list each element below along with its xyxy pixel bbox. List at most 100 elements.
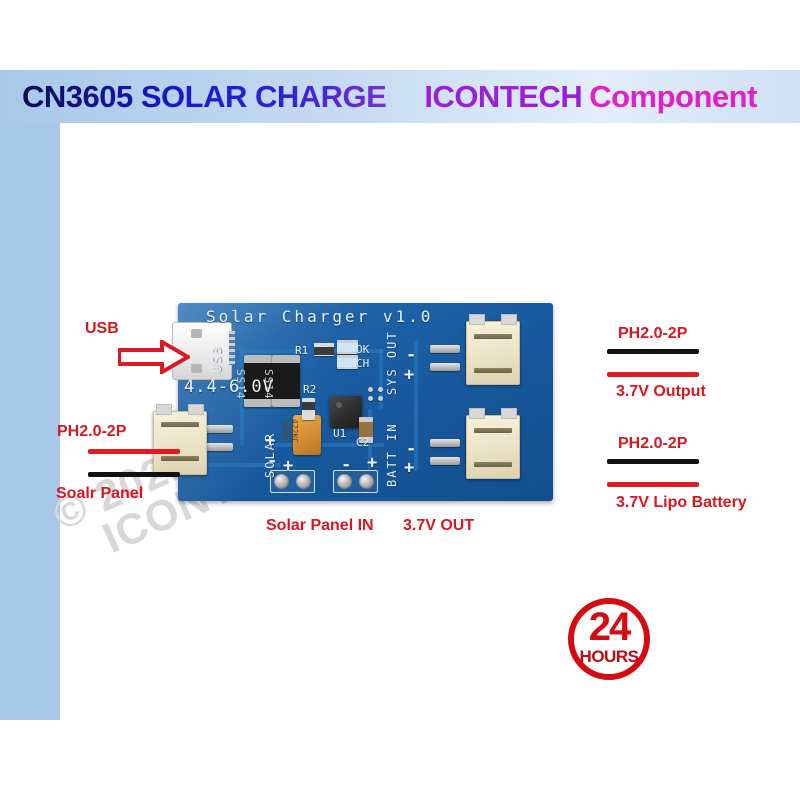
diode-ss14-1: SS14 bbox=[234, 355, 272, 407]
silk-batt-in-label: BATT IN bbox=[385, 422, 399, 487]
sysout-connector-pins bbox=[430, 345, 460, 383]
silk-u1-designator: U1 bbox=[333, 427, 347, 440]
tantalum-capacitor: 422KC 1620J bbox=[281, 415, 321, 455]
through-hole-pad bbox=[337, 474, 352, 489]
brand-name: ICONTECH bbox=[424, 78, 583, 114]
through-hole-pad bbox=[296, 474, 311, 489]
usb-solder-pads bbox=[229, 331, 235, 365]
connector-pin bbox=[430, 457, 460, 465]
silk-solar-minus: - bbox=[267, 451, 278, 471]
callout-left-wire-red bbox=[88, 449, 180, 454]
via-pad bbox=[368, 396, 373, 401]
callout-right-top-wire-black bbox=[607, 349, 699, 354]
callout-right-top-wire-red bbox=[607, 372, 699, 377]
silk-out-minus: - bbox=[341, 455, 352, 475]
connector-slot bbox=[161, 456, 199, 461]
usb-shell-nub bbox=[191, 329, 202, 338]
silk-battin-minus: - bbox=[406, 439, 417, 459]
resistor-r2 bbox=[302, 398, 315, 420]
connector-tab bbox=[469, 314, 485, 325]
through-hole-pad bbox=[359, 474, 374, 489]
connector-tab bbox=[501, 408, 517, 419]
callout-usb-label: USB bbox=[85, 320, 119, 337]
via-pad bbox=[378, 396, 383, 401]
solar-input-pads bbox=[270, 470, 315, 493]
connector-pin bbox=[203, 443, 233, 451]
silk-r1-designator: R1 bbox=[295, 344, 309, 357]
silk-r2-designator: R2 bbox=[303, 383, 317, 396]
battin-connector-pins bbox=[430, 439, 460, 477]
pcb-board: Solar Charger v1.0 4.4-6.0V USB SOLAR SY… bbox=[153, 303, 553, 501]
connector-tab bbox=[188, 404, 204, 415]
callout-right-bottom-wire-red bbox=[607, 482, 699, 487]
pcb-trace bbox=[414, 341, 418, 471]
led-ch bbox=[337, 355, 358, 369]
connector-pin bbox=[430, 345, 460, 353]
callout-left-connector-desc: Soalr Panel bbox=[56, 485, 144, 502]
silk-sys-out-label: SYS OUT bbox=[385, 330, 399, 395]
usb-arrow-icon bbox=[118, 340, 190, 374]
badge-ribbon-text: READY TO SHIP bbox=[656, 611, 747, 661]
badge-line-2: TO SHIP bbox=[656, 636, 748, 661]
silk-led-ok-label: OK bbox=[356, 343, 370, 356]
silk-battin-plus: + bbox=[404, 458, 415, 478]
connector-slot bbox=[474, 462, 512, 467]
pcb-trace bbox=[274, 443, 384, 447]
connector-slot bbox=[474, 334, 512, 339]
via-pad bbox=[368, 387, 373, 392]
silk-solar-plus: + bbox=[265, 431, 276, 451]
badge-unit: HOURS bbox=[579, 647, 639, 666]
callout-left-wire-black bbox=[88, 472, 180, 477]
capacitor-marking: 422KC 1620J bbox=[281, 419, 299, 444]
silk-out-plus: + bbox=[367, 453, 378, 473]
connector-pin bbox=[430, 439, 460, 447]
silk-sysout-plus: + bbox=[404, 365, 415, 385]
callout-right-bottom-connector-desc: 3.7V Lipo Battery bbox=[616, 494, 747, 511]
badge-line-1: READY bbox=[656, 611, 736, 636]
callout-right-bottom-wire-black bbox=[607, 459, 699, 464]
resistor-r1 bbox=[314, 343, 334, 356]
connector-slot bbox=[161, 422, 199, 427]
pcb-trace bbox=[200, 463, 280, 467]
output-pads bbox=[333, 470, 378, 493]
badge-circle bbox=[568, 598, 650, 680]
connector-slot bbox=[474, 368, 512, 373]
silk-sysout-minus: - bbox=[406, 345, 417, 365]
silk-board-title: Solar Charger v1.0 bbox=[206, 307, 434, 326]
callout-solar-panel-in: Solar Panel IN bbox=[266, 517, 374, 534]
silk-c2-designator: C2 bbox=[356, 436, 370, 449]
callout-right-top-connector-type: PH2.0-2P bbox=[618, 325, 688, 342]
pcb-trace bbox=[240, 349, 300, 353]
silk-usb-label: USB bbox=[210, 345, 224, 373]
brand-suffix: Component bbox=[589, 78, 757, 114]
connector-tab bbox=[156, 404, 172, 415]
callout-left-connector-type: PH2.0-2P bbox=[57, 423, 127, 440]
callout-right-top-connector-desc: 3.7V Output bbox=[616, 383, 706, 400]
connector-pin bbox=[203, 425, 233, 433]
silk-solar-pad-plus: + bbox=[283, 456, 294, 476]
solar-connector-pins bbox=[203, 425, 233, 463]
silk-input-voltage: 4.4-6.0V bbox=[184, 377, 274, 397]
callout-37v-out: 3.7V OUT bbox=[403, 517, 475, 534]
ic-u1-cn3605 bbox=[330, 396, 362, 428]
through-hole-pad bbox=[274, 474, 289, 489]
callout-right-bottom-connector-type: PH2.0-2P bbox=[618, 435, 688, 452]
jst-connector-sys-out bbox=[466, 314, 520, 385]
jst-connector-batt-in bbox=[466, 408, 520, 479]
connector-pin bbox=[430, 363, 460, 371]
badge-number: 24 bbox=[588, 605, 632, 649]
diode-ss14-2: SS14 bbox=[262, 355, 300, 407]
ready-to-ship-badge: READY TO SHIP 24 HOURS bbox=[560, 598, 772, 680]
silk-led-ch-label: CH bbox=[356, 357, 370, 370]
pcb-trace bbox=[240, 349, 244, 445]
jst-connector-solar-panel bbox=[153, 404, 207, 475]
pcb-trace bbox=[379, 349, 383, 409]
connector-slot bbox=[474, 428, 512, 433]
capacitor-c2 bbox=[359, 417, 373, 443]
page-title: CN3605 SOLAR CHARGE bbox=[22, 78, 387, 114]
connector-tab bbox=[469, 408, 485, 419]
led-ok bbox=[337, 340, 358, 354]
